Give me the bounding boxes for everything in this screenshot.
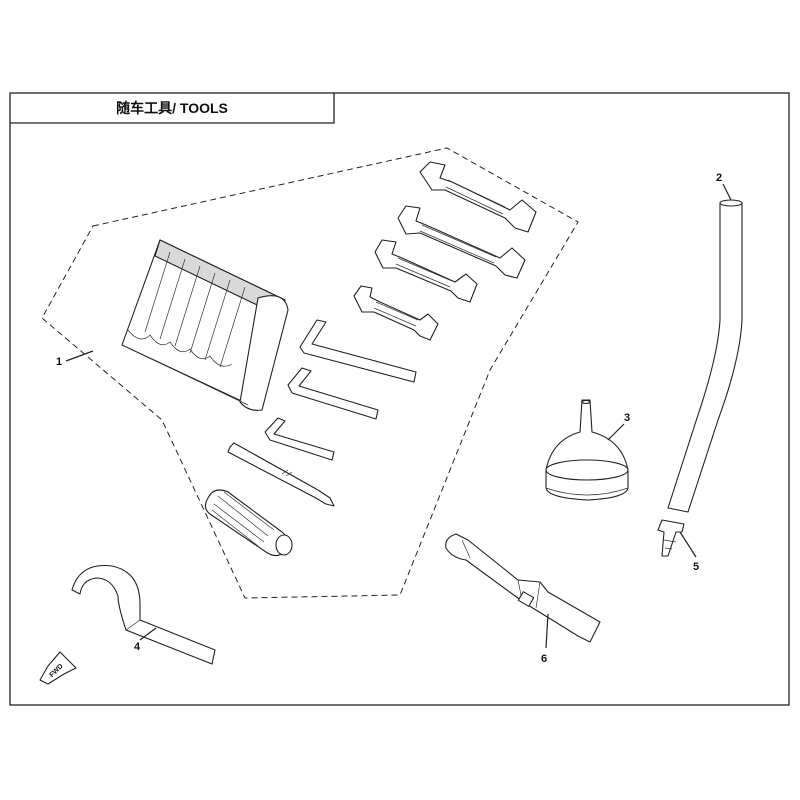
callout-5: 5 <box>679 531 699 573</box>
callout-1: 1 <box>56 350 94 368</box>
funnel <box>545 399 629 501</box>
svg-text:1: 1 <box>56 356 62 368</box>
open-end-wrench-smallest <box>353 285 439 341</box>
hook-spanner-wrench <box>71 564 216 665</box>
hex-key-large <box>299 319 417 383</box>
svg-text:2: 2 <box>716 172 722 184</box>
title-box <box>10 93 335 124</box>
svg-text:4: 4 <box>134 641 141 653</box>
hex-key-medium <box>287 367 379 420</box>
open-end-wrench-large <box>419 161 537 233</box>
open-end-wrench-small <box>374 239 478 303</box>
long-tube <box>667 199 743 513</box>
fwd-arrow-icon: FWD <box>39 651 77 685</box>
spark-plug-wrench <box>445 533 601 643</box>
callout-3: 3 <box>607 412 630 441</box>
svg-text:6: 6 <box>541 653 547 665</box>
tube-nozzle-tip <box>657 519 685 557</box>
callout-4: 4 <box>134 627 157 653</box>
svg-text:3: 3 <box>624 412 630 424</box>
tool-kit-dashed-outline <box>41 147 579 599</box>
tool-roll-bag <box>121 239 289 411</box>
callout-6: 6 <box>541 613 549 665</box>
screwdriver-bit <box>227 442 335 507</box>
open-end-wrench-medium <box>397 205 526 279</box>
hex-key-small <box>264 417 335 461</box>
svg-text:5: 5 <box>693 561 699 573</box>
screwdriver-handle <box>204 489 293 557</box>
page-title: 随车工具/ TOOLS <box>116 100 228 116</box>
callout-2: 2 <box>716 172 732 201</box>
